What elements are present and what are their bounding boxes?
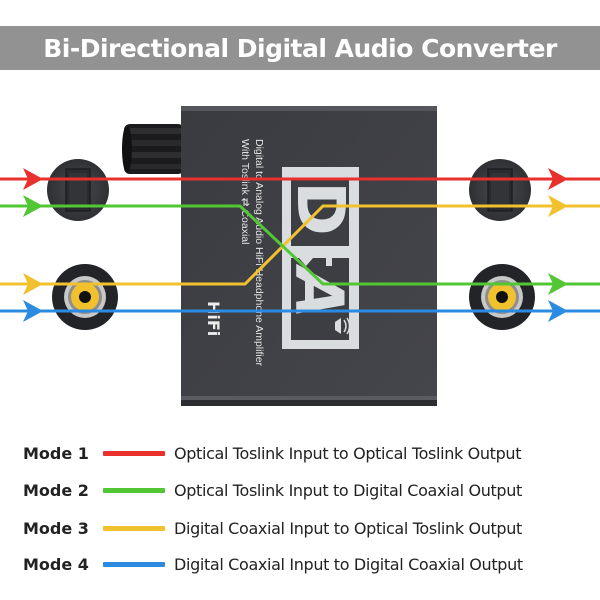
volume-knob-icon [122, 124, 184, 174]
signal-diagram: D A Digital to Analog Audio HiFi Headpho… [0, 106, 600, 406]
legend-row-mode-4: Mode 4 Digital Coaxial Input to Digital … [0, 549, 600, 579]
device-text-line1: Digital to Analog Audio HiFi Headphone A… [253, 139, 265, 367]
mode-description: Optical Toslink Input to Digital Coaxial… [174, 480, 522, 500]
left-optical-port [47, 159, 109, 221]
output-arrow-icon-mode-3 [548, 195, 568, 217]
da-logo: D A [280, 167, 359, 349]
arrow-down-icon [299, 248, 313, 266]
legend-row-mode-3: Mode 3 Digital Coaxial Input to Optical … [0, 513, 600, 543]
mode-1-color-swatch [103, 450, 165, 456]
mode-description: Digital Coaxial Input to Optical Toslink… [174, 518, 522, 538]
right-coaxial-port [469, 264, 535, 330]
mode-label: Mode 3 [23, 518, 89, 538]
converter-device: D A Digital to Analog Audio HiFi Headpho… [181, 106, 437, 406]
input-arrow-icon-mode-3 [23, 273, 43, 295]
mode-label: Mode 2 [23, 480, 89, 500]
mode-3-color-swatch [103, 525, 165, 531]
output-arrow-icon-mode-2 [548, 273, 568, 295]
mode-label: Mode 1 [23, 443, 89, 463]
legend-row-mode-1: Mode 1 Optical Toslink Input to Optical … [0, 438, 600, 468]
mode-legend: Mode 1 Optical Toslink Input to Optical … [0, 432, 600, 592]
output-arrow-icon-mode-4 [548, 300, 568, 322]
signal-line-mode-2 [0, 204, 600, 286]
mode-4-color-swatch [103, 561, 165, 567]
output-arrow-icon-mode-1 [548, 168, 568, 190]
arrow-up-icon [322, 248, 336, 266]
left-coaxial-port [52, 264, 118, 330]
signal-line-mode-3 [0, 204, 600, 286]
legend-row-mode-2: Mode 2 Optical Toslink Input to Digital … [0, 475, 600, 505]
hifi-badge: HiFi [204, 301, 223, 336]
mode-description: Optical Toslink Input to Optical Toslink… [174, 443, 522, 463]
mode-2-color-swatch [103, 487, 165, 493]
speaker-wave-icon [335, 317, 351, 335]
mode-description: Digital Coaxial Input to Digital Coaxial… [174, 554, 523, 574]
title-bar: Bi-Directional Digital Audio Converter [0, 26, 600, 70]
right-optical-port [469, 159, 531, 221]
page-title: Bi-Directional Digital Audio Converter [43, 33, 557, 63]
mode-label: Mode 4 [23, 554, 89, 574]
device-text-line2: With Toslink ⇄ Coaxial [239, 139, 251, 244]
input-arrow-icon-mode-2 [23, 195, 43, 217]
input-arrow-icon-mode-1 [23, 168, 43, 190]
input-arrow-icon-mode-4 [23, 300, 43, 322]
